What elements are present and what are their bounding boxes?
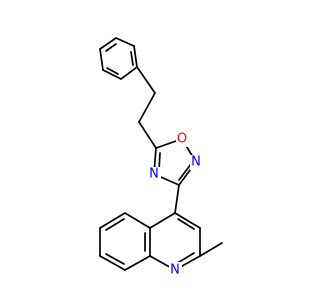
quinoline-benzo-ring — [99, 212, 151, 271]
phenyl-ring — [99, 37, 138, 80]
bond — [199, 242, 223, 257]
quinoline-pyridine-ring — [149, 212, 201, 271]
bond — [99, 255, 126, 271]
bond — [138, 121, 157, 149]
bond — [99, 212, 126, 229]
bond — [149, 212, 176, 229]
bond-inner — [130, 51, 134, 66]
bond — [174, 184, 180, 214]
bond — [115, 37, 135, 47]
bond-inner — [106, 67, 119, 75]
bond — [174, 212, 201, 229]
bond — [99, 37, 117, 50]
bond — [136, 66, 156, 94]
nitrogen-atom-label: N — [149, 167, 159, 182]
bond — [124, 255, 151, 271]
bond-inner — [105, 43, 117, 52]
nitrogen-atom-label: N — [191, 155, 201, 170]
bond — [99, 48, 104, 71]
bond-inner — [178, 163, 192, 181]
bond-inner — [105, 253, 125, 265]
ethyl-linker — [136, 66, 157, 149]
bond-inner — [177, 218, 195, 230]
bond — [102, 69, 122, 80]
bond — [138, 92, 156, 123]
quinoline-nitrogen-label: N — [170, 263, 180, 278]
bond — [133, 45, 138, 68]
bond — [120, 66, 138, 80]
molecule-structure: O N N N — [99, 37, 223, 278]
bond-inner — [105, 218, 125, 231]
oxygen-atom-label: O — [177, 132, 187, 147]
bond — [124, 212, 151, 229]
